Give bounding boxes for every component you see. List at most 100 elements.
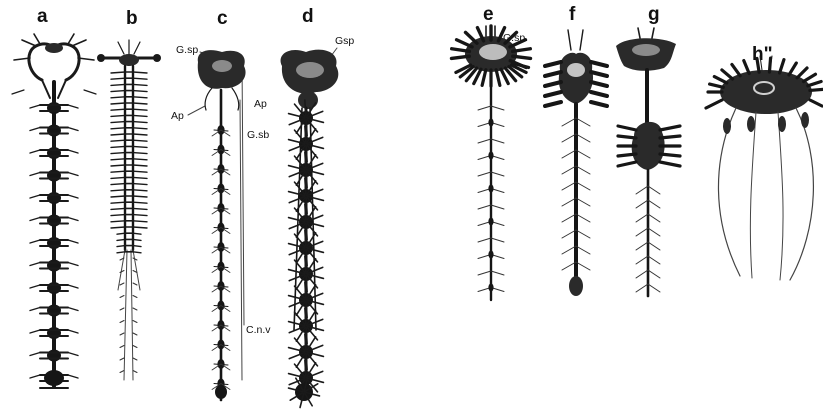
panel-b-nerve — [133, 202, 147, 203]
panel-a-ganglion — [47, 282, 61, 294]
panel-e-spoke — [466, 32, 477, 43]
panel-f-spoke — [591, 72, 607, 76]
panel-b-nerve — [117, 252, 125, 253]
panel-letter-g: g — [648, 4, 660, 25]
panel-b-nerve — [133, 221, 147, 222]
panel-b-nerve — [111, 159, 125, 160]
panel-b-nerve — [117, 239, 125, 240]
panel-e-ganglion — [488, 218, 493, 226]
panel-g-nerve — [636, 228, 648, 236]
panel-b-tail-nerve — [120, 308, 124, 310]
panel-f-spoke — [591, 102, 607, 106]
panel-b-nerve — [133, 91, 147, 92]
panel-e-nerve — [491, 172, 504, 176]
panel-g-nerve — [648, 284, 660, 292]
panel-f-nervous-system — [559, 30, 593, 296]
panel-b-nerve — [133, 97, 147, 98]
leader-ap-c — [188, 106, 205, 115]
panel-g-nerve — [636, 284, 648, 292]
panel-b-nerve — [133, 239, 141, 240]
panel-f-nerve — [576, 134, 590, 142]
panel-f-nerve — [576, 150, 590, 158]
panel-a-nerve — [68, 308, 78, 311]
panel-b-nerve — [133, 103, 147, 104]
panel-g-nerve — [636, 256, 648, 264]
panel-f-nerve — [562, 118, 576, 126]
panel-f-spoke — [591, 82, 607, 86]
panel-g-spoke — [660, 136, 680, 138]
panel-b-tail-nerve — [120, 283, 124, 285]
panel-g-nerve — [648, 256, 660, 264]
panel-b-nerve — [133, 84, 147, 85]
panel-b-tail-nerve — [120, 321, 124, 323]
panel-a-nerve — [68, 128, 78, 131]
panel-f-nerve — [562, 246, 576, 254]
panel-g-nerve — [648, 270, 660, 278]
panel-g-nerve — [648, 200, 660, 208]
panel-e-nerve — [478, 172, 491, 176]
panel-b-nerve — [111, 91, 125, 92]
panel-a-nerve — [30, 195, 40, 198]
panel-a-nerve — [68, 195, 78, 198]
panel-e-spoke — [496, 70, 500, 86]
panel-b-nerve — [133, 78, 147, 79]
panel-a-nerve — [30, 353, 40, 356]
panel-b-nerve — [133, 115, 147, 116]
panel-a-nerve — [68, 375, 78, 378]
panel-b-nerve — [111, 171, 125, 172]
panel-g-spoke — [618, 162, 636, 166]
panel-e-nerve — [491, 238, 504, 242]
panel-h-spoke — [744, 61, 749, 74]
panel-e-nerve — [478, 238, 491, 242]
panel-a-nerve — [30, 128, 40, 131]
panel-f-nerve — [562, 166, 576, 174]
panel-letter-a: a — [37, 6, 48, 27]
panel-f-spoke — [545, 82, 561, 86]
panel-g-spoke — [618, 154, 636, 156]
label-gsb-d: G.sb — [247, 129, 269, 141]
panel-f-nerve — [576, 166, 590, 174]
panel-g-nerve — [636, 186, 648, 194]
panel-a-nerve — [68, 173, 78, 176]
panel-a-ganglion — [47, 125, 61, 137]
panel-b-nerve — [133, 246, 141, 247]
panel-h-spoke — [789, 63, 796, 75]
panel-h-spoke — [710, 84, 724, 87]
panel-e-ganglion — [488, 185, 493, 193]
panel-b-nerve — [133, 233, 141, 234]
panel-b-tail-nerve — [133, 346, 137, 348]
panel-b-tail-nerve — [133, 308, 137, 310]
panel-f-spoke — [545, 62, 561, 66]
panel-e-nerve — [478, 271, 491, 275]
panel-b-nerve — [111, 72, 125, 73]
panel-g-nerve — [648, 186, 660, 194]
panel-g-nerve — [648, 228, 660, 236]
panel-h-spoke — [804, 74, 816, 81]
nerve-branches — [30, 26, 823, 408]
panel-b-tail-nerve — [133, 333, 137, 335]
panel-a-nerve — [30, 330, 40, 333]
panel-f-nerve — [576, 182, 590, 190]
label-gsp-c: G.sp — [176, 44, 198, 56]
panel-b-nerve — [111, 122, 125, 123]
panel-b-nerve — [133, 146, 147, 147]
panel-b-nerve — [133, 215, 147, 216]
panel-b-tail-nerve — [120, 371, 124, 373]
panel-letter-e: e — [483, 4, 494, 25]
panel-g-nerve — [636, 270, 648, 278]
panel-letter-c: c — [217, 8, 228, 29]
panel-b-nerve — [111, 84, 125, 85]
panel-b-nerve — [117, 233, 125, 234]
panel-b-nerve — [133, 109, 147, 110]
panel-b-nerve — [133, 165, 147, 166]
panel-a-ganglion — [47, 192, 61, 204]
panel-a-nerve — [30, 173, 40, 176]
panel-b-nerve — [111, 115, 125, 116]
panel-f-nerve — [562, 182, 576, 190]
panel-e-nerve — [478, 139, 491, 143]
panel-b-nerve — [111, 196, 125, 197]
panel-g-nerve — [636, 214, 648, 222]
panel-e-nerve — [478, 106, 491, 110]
panel-a-ganglion — [47, 147, 61, 159]
panel-f-nerve — [576, 118, 590, 126]
